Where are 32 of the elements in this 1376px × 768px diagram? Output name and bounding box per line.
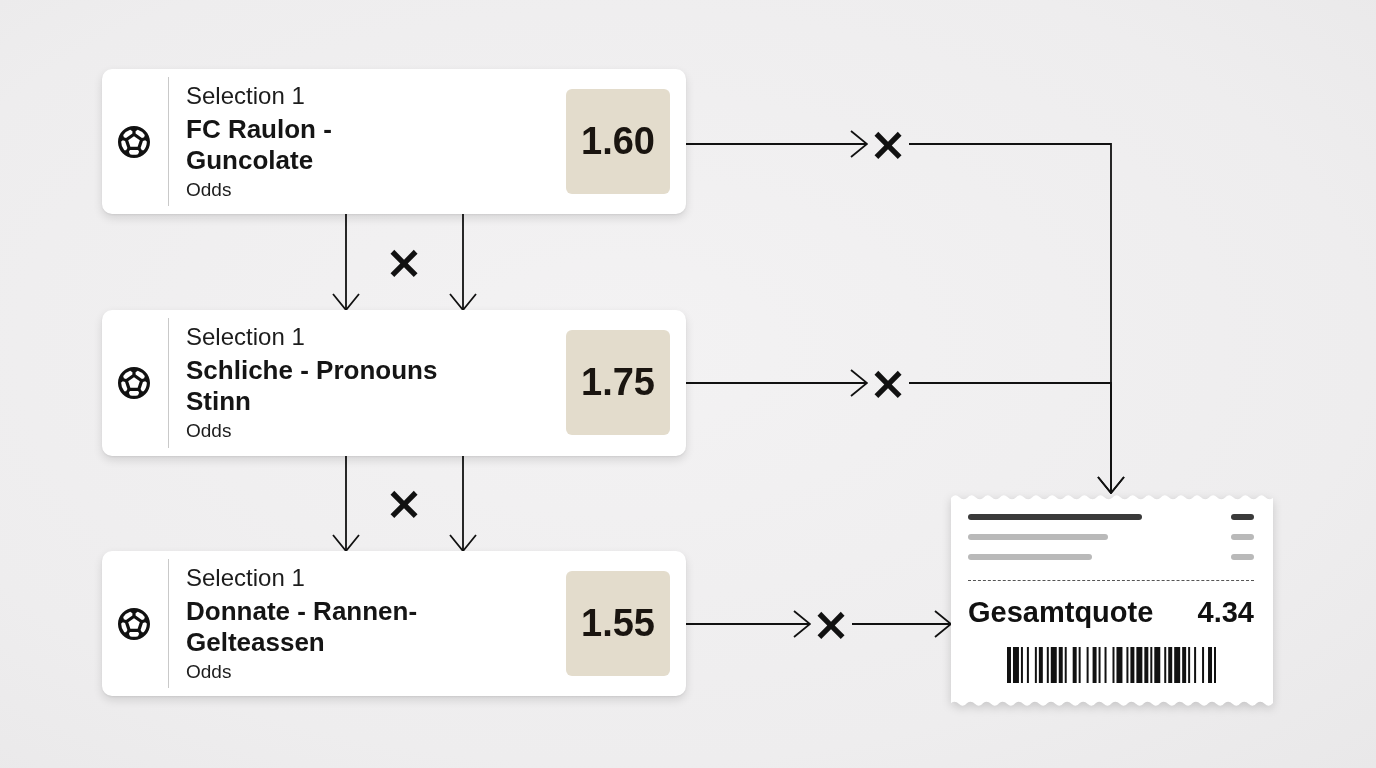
arrow [685, 610, 811, 638]
multiply-sign: × [810, 606, 852, 642]
bet-slip [951, 493, 1273, 708]
selection-label: Selection 1 [186, 322, 305, 352]
odds-box: 1.60 [566, 89, 670, 194]
match-name: Schliche - Pronouns Stinn [186, 355, 439, 417]
selection-label: Selection 1 [186, 81, 305, 111]
multiply-sign: × [867, 365, 909, 401]
multiply-sign: × [383, 244, 425, 280]
odds-box: 1.75 [566, 330, 670, 435]
match-name: FC Raulon - Guncolate [186, 114, 333, 176]
multiply-sign: × [867, 126, 909, 162]
odds-label: Odds [186, 660, 232, 684]
selection-card [102, 69, 686, 214]
total-odds-value: 4.34 [1197, 595, 1254, 629]
odds-label: Odds [186, 178, 232, 202]
multiply-sign: × [383, 485, 425, 521]
arrow [685, 130, 868, 158]
arrow [332, 213, 360, 311]
total-odds-label: Gesamtquote [968, 595, 1154, 629]
selection-card [102, 310, 686, 456]
arrow [908, 382, 1125, 494]
arrow [449, 213, 477, 311]
selection-label: Selection 1 [186, 563, 305, 593]
arrow [851, 610, 952, 638]
arrow [685, 369, 868, 397]
match-name: Donnate - Rannen-Gelteassen [186, 596, 419, 658]
arrow [449, 455, 477, 552]
selection-card [102, 551, 686, 696]
arrow [332, 455, 360, 552]
odds-box: 1.55 [566, 571, 670, 676]
odds-label: Odds [186, 419, 232, 443]
